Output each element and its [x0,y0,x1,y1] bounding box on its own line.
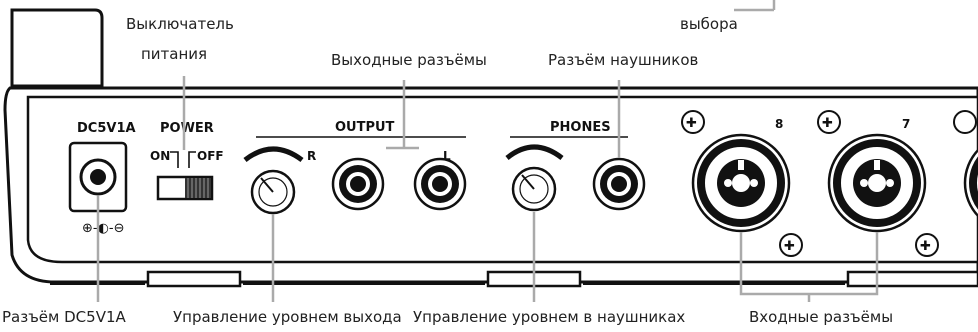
phones-label: PHONES [550,120,611,135]
dc-jack: DC5V1A ⊕-◐-⊖ [68,121,136,236]
output-jack-r [331,157,385,211]
leader-input-jacks [739,232,879,302]
callout-output-level: Управление уровнем выхода [173,308,402,326]
dc-label: DC5V1A [77,121,136,136]
l-label: L [443,149,451,163]
callout-dc-jack: Разъём DC5V1A [2,308,126,326]
callout-select: выбора [680,15,738,33]
callout-power-switch-line1: Выключатель [126,15,234,33]
phones-section: PHONES [510,120,628,138]
output-jack-l [413,157,467,211]
headphone-jack [592,157,646,211]
callout-power-switch-line2: питания [141,45,208,63]
headphone-level-knob [505,144,564,212]
input-jack-8: 8 ✚ ✚ [681,110,803,257]
input-8-label: 8 [775,117,783,131]
output-section: OUTPUT R L [256,120,466,163]
callout-headphone-level: Управление уровнем в наушниках [413,308,686,326]
screw-icon: ✚ [784,239,795,254]
input-jack-6-partial [953,110,978,218]
power-switch: POWER ON OFF [150,121,224,201]
screw-icon: ✚ [686,116,697,131]
output-level-knob [243,146,304,215]
output-label: OUTPUT [335,120,395,135]
callout-headphone-jack: Разъём наушников [548,51,699,69]
power-label: POWER [160,121,214,136]
leader-output-jacks [386,80,419,150]
input-7-label: 7 [902,117,910,131]
screw-icon: ✚ [920,239,931,254]
screw-icon: ✚ [822,116,833,131]
off-label: OFF [197,149,224,163]
leader-select [734,0,776,12]
callout-output-jacks: Выходные разъёмы [331,51,487,69]
on-label: ON [150,149,170,163]
input-jack-7: 7 ✚ ✚ [817,110,939,257]
callout-input-jacks: Входные разъёмы [749,308,894,326]
leader-lines [96,0,879,302]
polarity-symbol: ⊕-◐-⊖ [82,221,125,236]
r-label: R [307,149,316,163]
